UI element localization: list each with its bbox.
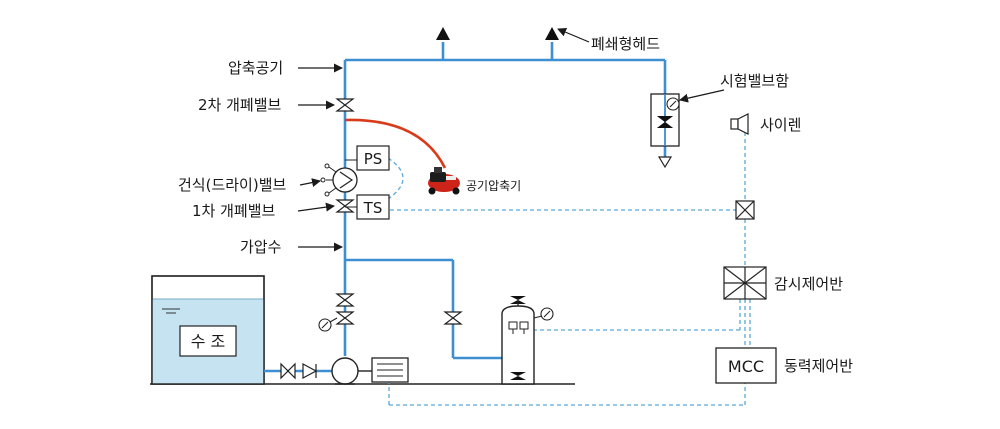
label-test-valve-box: 시험밸브함 [720, 72, 789, 90]
monitoring-control-panel [723, 266, 767, 300]
sprinkler-head-icon [545, 27, 559, 40]
suction-check-valve-icon [302, 362, 318, 380]
check-valve-icon [335, 311, 355, 325]
water-tank: 수 조 [151, 275, 265, 385]
air-compressor-icon [428, 167, 460, 195]
primary-gate-valve-icon [335, 199, 355, 213]
ts-label: TS [363, 199, 383, 217]
sprinkler-head-icon [436, 27, 450, 40]
branch-gate-valve-icon [443, 311, 463, 325]
arrow-primary-valve [297, 202, 335, 212]
air-compressor-label: 공기압축기 [466, 179, 521, 193]
tank-pressure-gauge-icon [533, 307, 554, 321]
arrow-test-valve-box [679, 89, 725, 103]
signal-wiring [387, 125, 751, 406]
dry-valve-icon [320, 163, 358, 197]
pressure-tank [501, 296, 535, 385]
riser-gate-valve-icon [335, 293, 355, 307]
label-siren: 사이렌 [760, 116, 801, 134]
pressure-gauge-icon [318, 317, 338, 332]
air-hose [344, 118, 447, 169]
label-power-panel: 동력제어반 [784, 357, 853, 375]
test-box-gauge-icon [666, 97, 680, 111]
label-pressurized-water: 가압수 [240, 238, 281, 256]
mcc-label: MCC [728, 357, 764, 376]
test-valve-box [650, 93, 680, 169]
siren-icon [730, 113, 749, 135]
label-monitoring-panel: 감시제어반 [774, 275, 843, 293]
label-secondary-valve: 2차 개폐밸브 [198, 96, 282, 114]
label-compressed-air: 압축공기 [228, 59, 283, 77]
pressure-switch-ps: PS [345, 145, 390, 171]
ps-label: PS [364, 150, 383, 168]
arrow-dry-valve [299, 178, 321, 187]
water-tank-label: 수 조 [191, 332, 226, 351]
arrow-closed-head [557, 27, 590, 43]
pump-icon [331, 357, 372, 385]
motor-icon [371, 357, 409, 383]
suction-gate-valve-icon [280, 362, 296, 380]
water-tank-label-box [179, 325, 237, 357]
tamper-switch-ts: TS [345, 194, 390, 220]
junction-box-icon [735, 200, 755, 220]
label-primary-valve: 1차 개폐밸브 [192, 202, 276, 220]
secondary-gate-valve-icon [335, 98, 355, 112]
label-closed-head: 폐쇄형헤드 [591, 35, 660, 53]
mcc-panel: MCC [715, 347, 777, 384]
label-dry-valve: 건식(드라이)밸브 [178, 176, 287, 194]
